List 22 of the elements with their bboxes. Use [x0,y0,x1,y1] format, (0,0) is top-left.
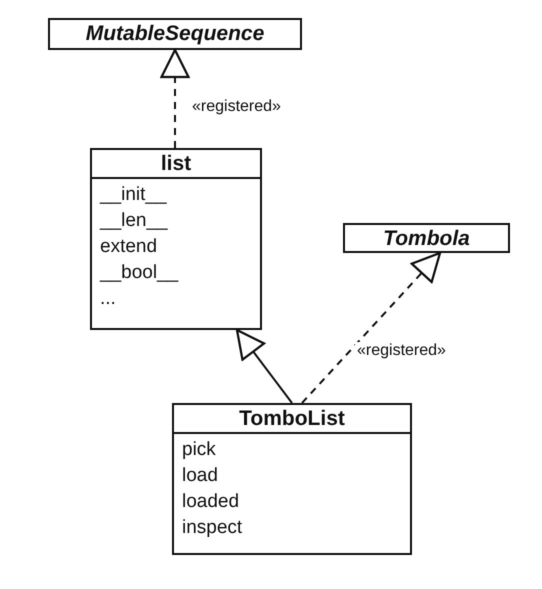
dashed-arrow [160,48,190,148]
edge-label: «registered» [190,98,283,116]
dashed-arrow [301,252,442,404]
edge-label: «registered» [355,342,448,360]
class-name: MutableSequence [84,21,266,47]
method-name: __len__ [100,209,169,234]
method-name: __bool__ [100,261,180,286]
arrow [236,328,293,404]
method-name: ... [100,287,117,312]
class-box [172,403,412,555]
method-name: __init__ [100,183,168,208]
class-name: Tombola [382,226,471,252]
class-box [48,18,302,50]
class-name: list [160,151,192,177]
method-name: load [182,464,219,488]
class-box [343,223,510,253]
method-name: pick [182,438,217,462]
method-name: inspect [182,516,244,540]
class-box [90,148,262,330]
class-name: TomboList [238,406,346,432]
method-name: loaded [182,490,240,514]
method-name: extend [100,235,158,260]
